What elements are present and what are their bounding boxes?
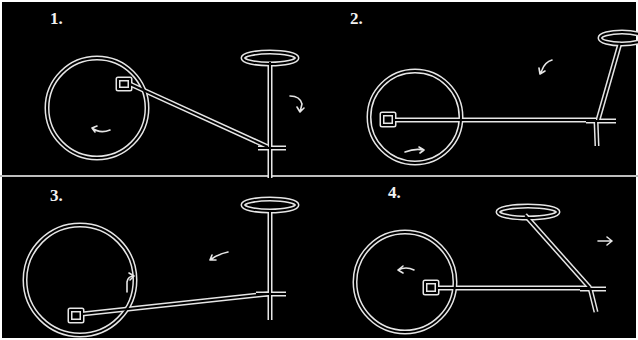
motion-arrows <box>92 60 612 292</box>
panel-number: 3. <box>50 187 63 204</box>
panel-number: 2. <box>350 10 363 27</box>
panel-divider <box>0 175 638 177</box>
panel-number: 1. <box>50 10 63 27</box>
mechanism-outline <box>25 32 638 335</box>
mechanism-core <box>25 32 638 335</box>
panel-number: 4. <box>388 184 401 201</box>
